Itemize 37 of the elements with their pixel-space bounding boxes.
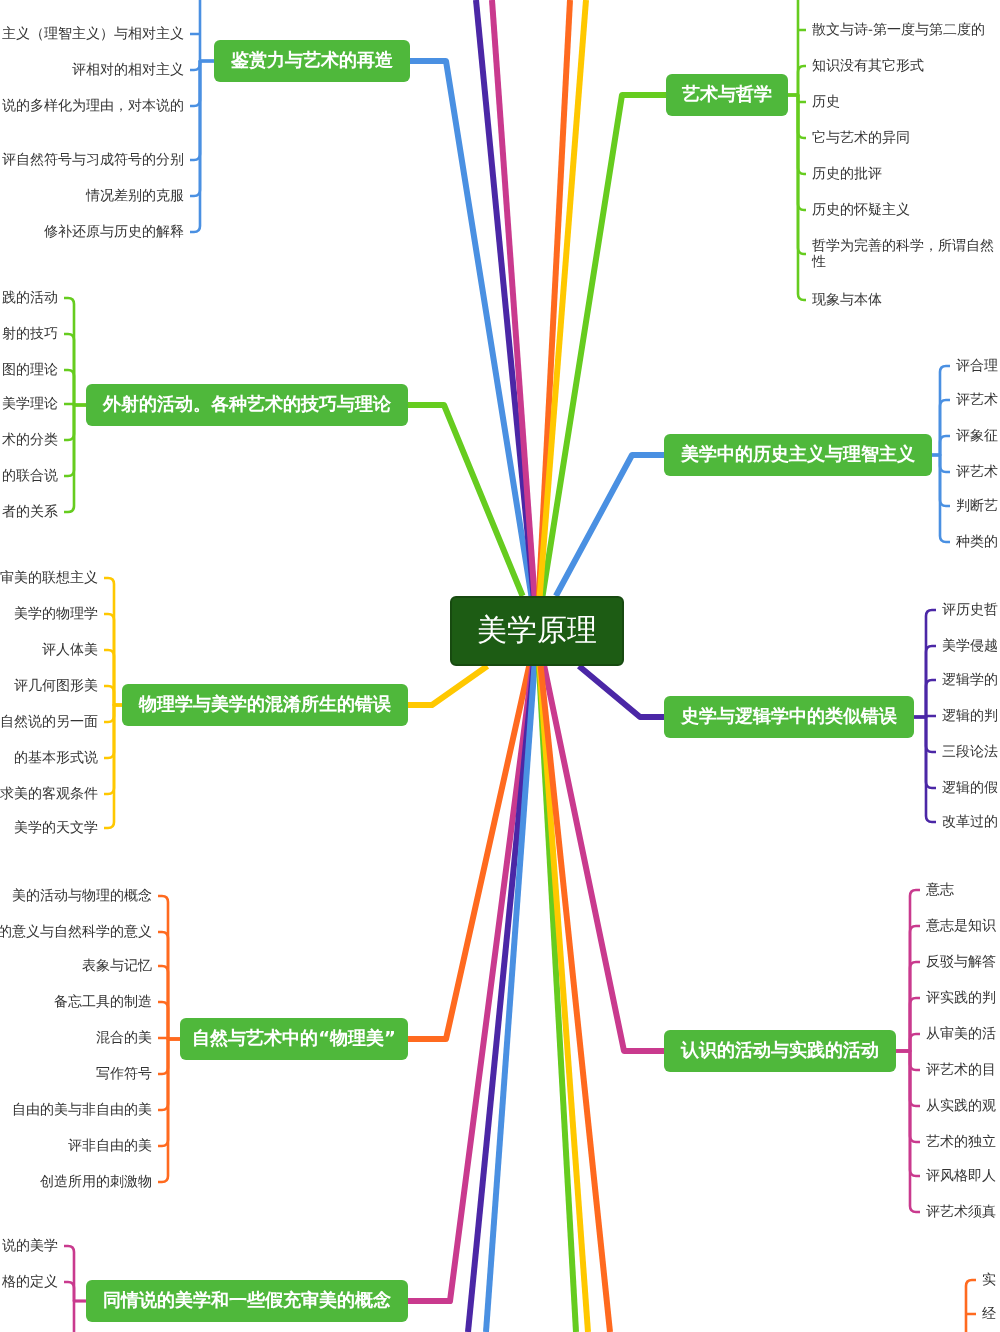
bracket-line [932,453,950,544]
branch-line [473,0,537,597]
branch-line [410,58,535,597]
branch-line [535,0,573,597]
topic-box: 外射的活动。各种艺术的技巧与理论 [86,384,408,426]
bracket-line [964,1278,978,1332]
bracket-line [788,93,807,302]
bracket-line [158,1037,180,1184]
branch-line [483,665,538,1332]
branch-line [577,663,664,720]
bracket-line [190,59,214,234]
bracket-line [72,1299,86,1332]
bracket-line [914,715,936,824]
branch-line [489,0,538,597]
central-topic-box: 美学原理 [450,596,624,666]
branch-line [553,452,664,598]
bracket-line [64,403,86,514]
bracket-line [104,703,122,830]
topic-box: 自然与艺术中的“物理美” [180,1018,408,1060]
branch-line [408,663,490,708]
topic-box: 认识的活动与实践的活动 [664,1030,896,1072]
branch-line [408,665,536,1304]
branch-line [465,665,537,1332]
branch-line [408,402,526,598]
branch-line [541,665,664,1054]
branch-line [539,92,666,597]
branch-line [536,665,591,1332]
branch-line [408,665,533,1042]
branch-line [536,0,589,597]
topic-box: 同情说的美学和一些假充审美的概念 [86,1280,408,1322]
topic-box: 艺术与哲学 [666,74,788,116]
branch-line [537,665,613,1332]
topic-box: 美学中的历史主义与理智主义 [664,434,932,476]
topic-box: 物理学与美学的混淆所生的错误 [122,684,408,726]
topic-box: 史学与逻辑学中的类似错误 [664,696,914,738]
branch-line [535,665,579,1332]
topic-box: 鉴赏力与艺术的再造 [214,40,410,82]
